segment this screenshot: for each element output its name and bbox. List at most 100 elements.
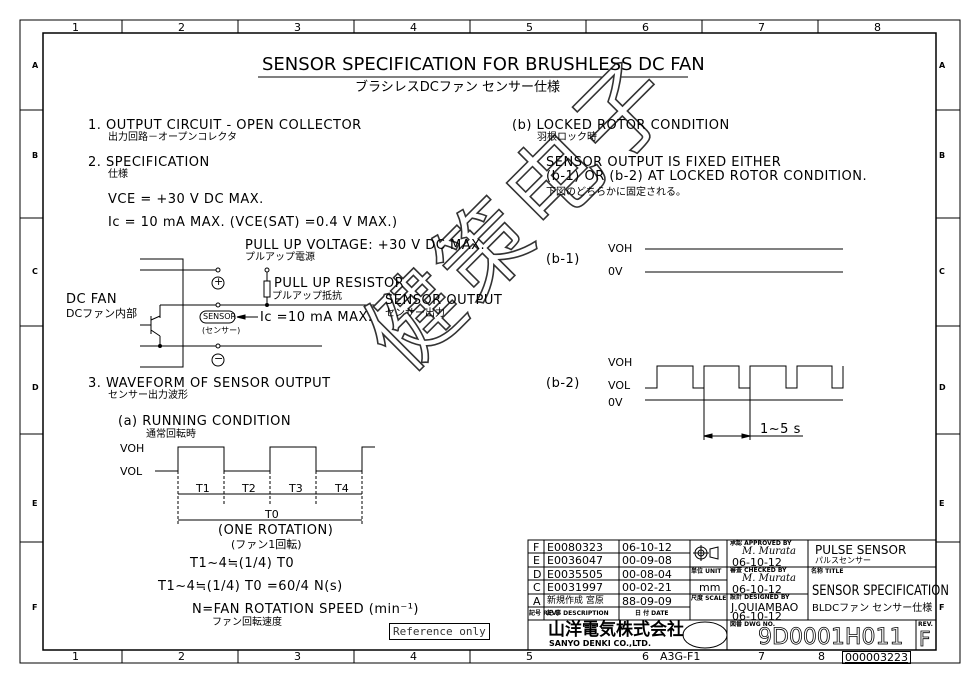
section-3-title-jp: センサー出力波形 [108,390,188,401]
designer-name: J.QUIAMBAO [731,601,799,614]
rev-box-label: REV. [918,621,933,628]
checked-label: 審査 CHECKED BY [730,567,787,574]
ruler-ticks [20,20,960,663]
row-label: C [32,267,38,276]
t2-label: T2 [242,482,256,495]
row-label: B [32,151,39,160]
row-label: A [939,61,946,70]
title-block-grid [527,539,937,651]
col-label: 7 [758,650,765,663]
desc-header: 記 事 DESCRIPTION [547,610,609,617]
rev-date: 00-08-04 [622,568,672,581]
col-label: 2 [178,650,185,663]
row-label: F [32,603,38,612]
n-definition-jp: ファン回転速度 [212,617,282,628]
part-name: PULSE SENSOR [815,543,907,557]
row-label: F [939,603,945,612]
section-3-title: 3. WAVEFORM OF SENSOR OUTPUT [88,376,331,391]
outer-border [19,19,961,664]
document-id: 000003223 [842,651,911,664]
rev-number: E0036047 [547,554,603,567]
col-label: 2 [178,21,185,34]
pullup-resistor-jp: プルアップ抵抗 [272,291,342,302]
locked-b2-waveform [645,365,844,440]
col-label: 5 [526,650,533,663]
n-definition: N=FAN ROTATION SPEED (min⁻¹) [192,602,419,617]
checked-date: 06-10-12 [732,583,782,596]
designed-date: 06-10-12 [732,610,782,623]
rev-date: 00-09-08 [622,554,672,567]
section-1-title: 1. OUTPUT CIRCUIT - OPEN COLLECTOR [88,118,362,133]
equation-1: T1~4≒(1/4) T0 [190,556,295,571]
dc-fan-label: DC FAN [66,292,118,307]
rev-code: D [533,568,542,581]
rev-date: 00-02-21 [622,581,672,594]
b2-voh: VOH [608,356,633,369]
dc-fan-label-jp: DCファン内部 [66,307,138,320]
vol-label: VOL [120,465,143,478]
b1-voh: VOH [608,242,633,255]
rev-header: 記号 REV. [529,610,558,617]
col-label: 5 [526,21,533,34]
col-label: 7 [758,21,765,34]
rev-number: 新規作成 宮原 [547,596,604,606]
sheet-format: A3G-F1 [660,650,701,663]
rev-number: E0080323 [547,541,603,554]
dwg-no-label: 図番 DWG NO. [730,621,775,628]
approved-label: 承認 APPROVED BY [730,540,792,547]
sensor-label-jp: (センサー) [202,326,241,335]
locked-b1-waveform [645,248,843,273]
col-label: 3 [294,650,301,663]
drawing-title-jp: BLDCファン センサー仕様 [812,603,933,614]
voh-label: VOH [120,442,145,455]
b2-0v: 0V [608,396,623,409]
minus-terminal: − [214,352,224,365]
b2-label: (b-2) [546,376,580,391]
col-label: 3 [294,21,301,34]
locked-title: (b) LOCKED ROTOR CONDITION [512,118,730,133]
rev-number: E0031997 [547,581,603,594]
running-waveform [155,446,375,526]
locked-desc-jp: 下図のどちらかに固定される。 [546,187,686,198]
company-name: SANYO DENKI CO.,LTD. [549,639,651,648]
b1-label: (b-1) [546,252,580,267]
company-name-jp: 山洋電気株式会社 [548,620,684,640]
page-subtitle: ブラシレスDCファン センサー仕様 [355,80,560,95]
col-label: 8 [874,21,881,34]
section-2-title-jp: 仕様 [108,169,128,180]
sensor-label: SENSOR [203,312,237,321]
sensor-output-label: SENSOR OUTPUT [385,293,503,308]
drawing-number: 9D0001H011 [758,625,904,650]
t1-label: T1 [196,482,210,495]
inner-border [42,32,937,651]
drawing-title: SENSOR SPECIFICATION [812,583,949,599]
running-title-jp: 通常回転時 [146,429,196,440]
section-1-title-jp: 出力回路－オープンコレクタ [108,132,237,143]
t0-label: T0 [265,508,279,521]
designed-label: 設計 DESIGNED BY [730,594,790,601]
period-label: 1~5 s [760,422,801,437]
reference-only-stamp: Reference only [389,623,490,640]
t3-label: T3 [289,482,303,495]
section-2-title: 2. SPECIFICATION [88,155,210,170]
one-rotation: (ONE ROTATION) [218,523,334,538]
scale-label: 尺度 SCALE [691,595,727,602]
rev-code: C [533,581,541,594]
unit-label: 単位 UNIT [691,568,722,575]
rev-date: 06-10-12 [622,541,672,554]
revision-letter: F [919,627,931,651]
row-label: E [939,499,945,508]
rev-date: 88-09-09 [622,595,672,608]
part-name-jp: パルスセンサー [815,556,871,565]
running-title: (a) RUNNING CONDITION [118,414,292,429]
sensor-output-label-jp: センサー出力 [385,308,445,319]
date-header: 日 付 DATE [635,610,669,617]
col-label: 8 [818,650,825,663]
locked-title-jp: 羽根ロック時 [537,132,597,143]
col-label: 6 [642,21,649,34]
spec-ic: Ic = 10 mA MAX. (VCE(SAT) =0.4 V MAX.) [108,215,398,230]
title-label: 名称 TITLE [811,568,844,575]
col-label: 4 [410,21,417,34]
